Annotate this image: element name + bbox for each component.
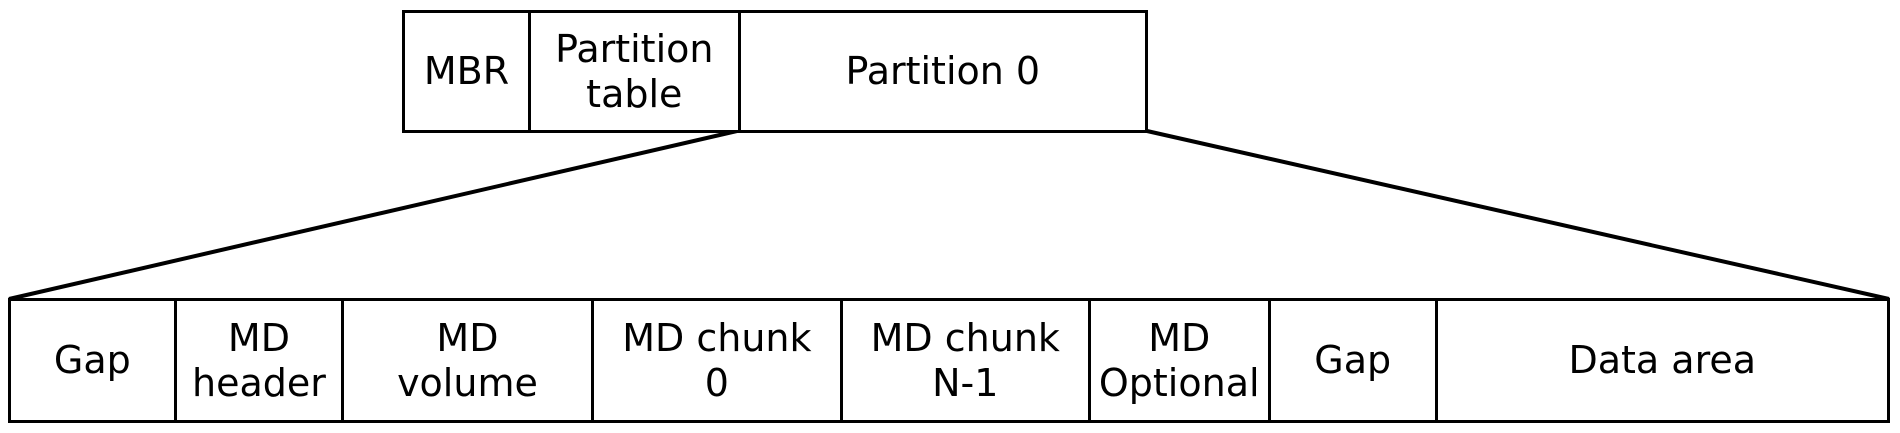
cell-mbr-label: MBR bbox=[423, 49, 510, 94]
cell-md-chunk-n-1-label: MD chunk N-1 bbox=[870, 315, 1060, 405]
cell-md-optional: MD Optional bbox=[1087, 301, 1268, 420]
cell-gap-2-label: Gap bbox=[1314, 338, 1392, 383]
left-expansion-line bbox=[8, 129, 738, 301]
partition-0-detail-box: Gap MD header MD volume MD chunk 0 MD ch… bbox=[8, 298, 1890, 423]
cell-data-area: Data area bbox=[1434, 301, 1887, 420]
cell-partition-table: Partition table bbox=[527, 13, 738, 130]
cell-gap-1: Gap bbox=[11, 301, 174, 420]
cell-data-area-label: Data area bbox=[1568, 338, 1757, 383]
cell-gap-2: Gap bbox=[1267, 301, 1435, 420]
cell-partition-table-label: Partition table bbox=[555, 26, 714, 116]
cell-md-volume-label: MD volume bbox=[397, 315, 538, 405]
cell-partition-0: Partition 0 bbox=[737, 13, 1145, 130]
cell-gap-1-label: Gap bbox=[53, 338, 131, 383]
cell-md-volume: MD volume bbox=[341, 301, 590, 420]
cell-md-chunk-n-1: MD chunk N-1 bbox=[840, 301, 1087, 420]
cell-partition-0-label: Partition 0 bbox=[845, 49, 1041, 94]
cell-md-header-label: MD header bbox=[192, 315, 326, 405]
cell-md-optional-label: MD Optional bbox=[1098, 315, 1260, 405]
right-expansion-line bbox=[1146, 129, 1890, 301]
cell-md-chunk-0: MD chunk 0 bbox=[590, 301, 840, 420]
cell-md-chunk-0-label: MD chunk 0 bbox=[622, 315, 812, 405]
cell-mbr: MBR bbox=[405, 13, 528, 130]
cell-md-header: MD header bbox=[173, 301, 342, 420]
disk-overview-box: MBR Partition table Partition 0 bbox=[402, 10, 1148, 133]
